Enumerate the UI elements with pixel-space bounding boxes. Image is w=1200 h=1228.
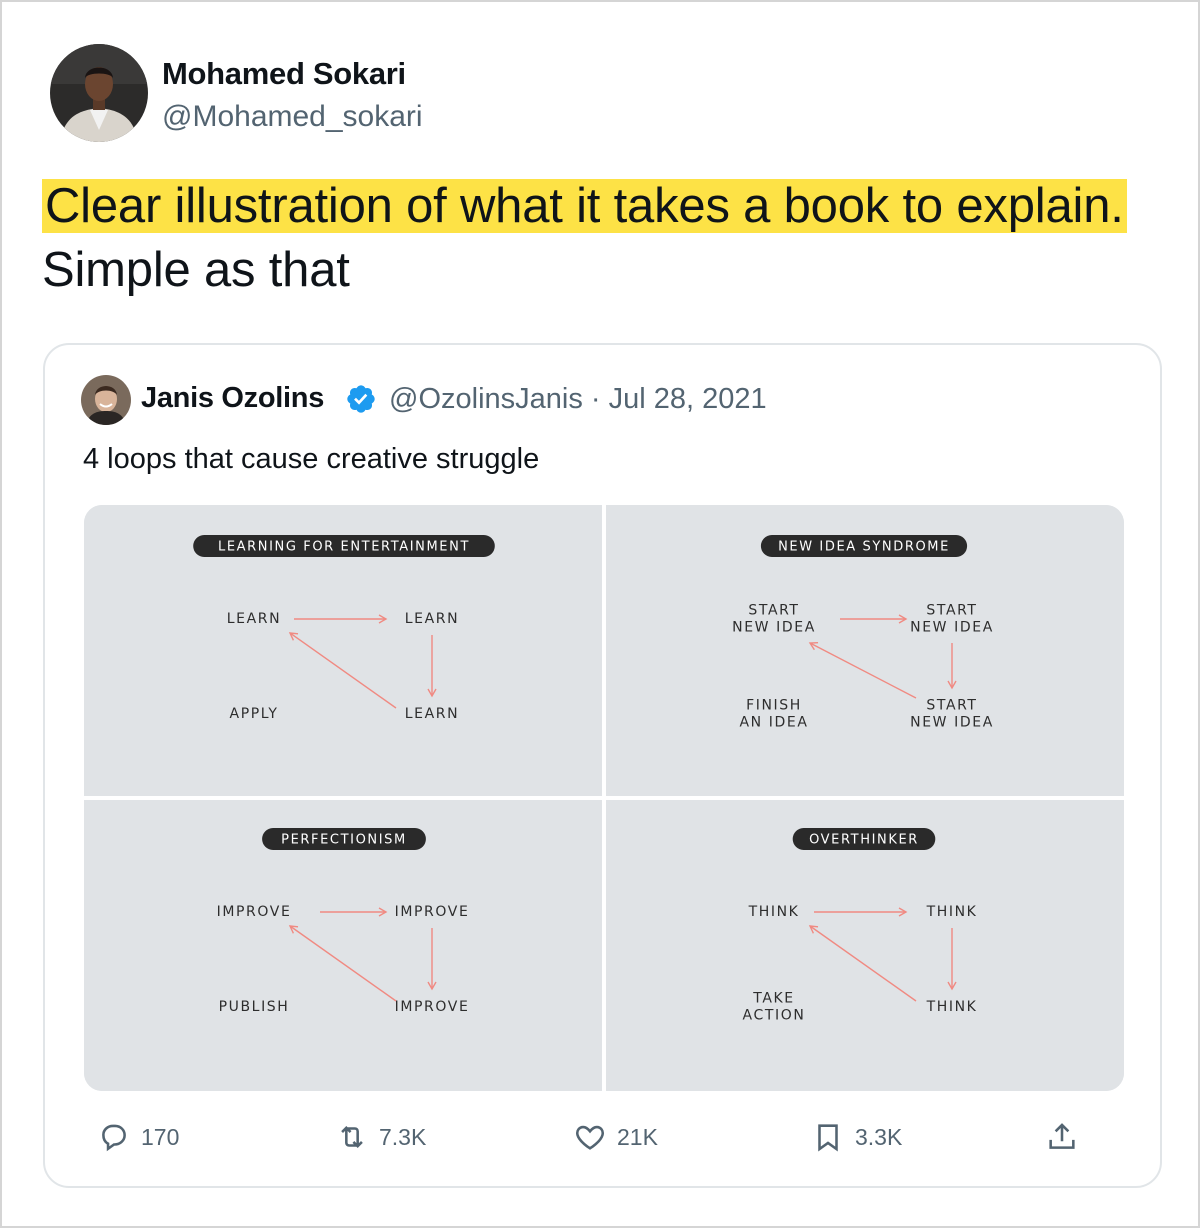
author-name[interactable]: Mohamed Sokari [162, 56, 406, 91]
loop-step-top-right: START [926, 603, 977, 619]
share-icon [1049, 1123, 1075, 1149]
quoted-author-avatar[interactable] [81, 375, 131, 425]
panel-title-pill [262, 828, 426, 850]
loop-arrow-back [808, 925, 917, 1002]
retweet-count: 7.3K [379, 1123, 427, 1150]
retweet-button[interactable]: 7.3K [335, 1115, 426, 1159]
verified-badge-icon [347, 385, 375, 413]
loop-step-top-right: NEW IDEA [910, 620, 994, 636]
loop-step-bottom-left: TAKE [752, 991, 794, 1007]
heart-icon [576, 1125, 604, 1150]
tweet-text: Clear illustration of what it takes a bo… [42, 174, 1162, 302]
loop-step-bottom-right: IMPROVE [395, 999, 470, 1015]
bookmark-count: 3.3K [855, 1123, 903, 1150]
loop-panel: PERFECTIONISM IMPROVE IMPROVE PUBLISH IMPROV… [217, 828, 470, 1015]
loop-step-bottom-right: THINK [926, 999, 978, 1015]
tweet-text-rest: Simple as that [42, 243, 350, 297]
loop-step-bottom-right: START [926, 698, 977, 714]
like-button[interactable]: 21K [573, 1115, 658, 1159]
bookmark-button[interactable]: 3.3K [811, 1115, 902, 1159]
loop-arrow-back [288, 632, 397, 709]
author-handle[interactable]: @Mohamed_sokari [162, 100, 423, 133]
share-button[interactable] [1045, 1115, 1079, 1159]
loop-step-top-left: LEARN [227, 611, 281, 627]
loop-step-top-right: LEARN [405, 611, 459, 627]
panel-title: LEARNING FOR ENTERTAINMENT [218, 540, 470, 555]
loop-step-top-left: START [748, 603, 799, 619]
retweet-icon [341, 1125, 363, 1149]
loop-step-bottom-left: AN IDEA [739, 715, 808, 731]
like-count: 21K [617, 1123, 658, 1150]
highlighted-text: Clear illustration of what it takes a bo… [42, 179, 1127, 233]
loop-step-bottom-right: LEARN [405, 706, 459, 722]
loop-step-bottom-right: NEW IDEA [910, 715, 994, 731]
panel-title: NEW IDEA SYNDROME [778, 540, 950, 555]
loops-diagram: LEARNING FOR ENTERTAINMENT LEARN LEARN APPL… [84, 505, 1124, 1091]
loop-step-top-right: IMPROVE [395, 904, 470, 920]
loop-step-top-left: IMPROVE [217, 904, 292, 920]
loop-step-top-left: NEW IDEA [732, 620, 816, 636]
panel-title-pill [792, 828, 936, 850]
panel-title: OVERTHINKER [809, 833, 919, 848]
loop-step-bottom-left: ACTION [743, 1008, 806, 1024]
loop-step-bottom-left: PUBLISH [219, 999, 290, 1015]
loop-arrow-back [808, 641, 917, 699]
reply-count: 170 [141, 1123, 180, 1150]
quoted-author-name[interactable]: Janis Ozolins [141, 382, 325, 414]
bookmark-icon [818, 1124, 838, 1152]
reply-icon [102, 1124, 126, 1152]
loop-step-top-left: THINK [748, 904, 800, 920]
quoted-tweet-card[interactable]: Janis Ozolins @OzolinsJanis · Jul 28, 20… [43, 343, 1162, 1188]
loop-step-top-right: THINK [926, 904, 978, 920]
reply-button[interactable]: 170 [97, 1115, 179, 1159]
loop-arrow-back [288, 925, 397, 1002]
quoted-text: 4 loops that cause creative struggle [83, 443, 540, 475]
panel-title: PERFECTIONISM [281, 833, 407, 848]
loop-step-bottom-left: APPLY [230, 706, 279, 722]
quoted-meta[interactable]: @OzolinsJanis · Jul 28, 2021 [389, 383, 767, 415]
loop-panel: LEARNING FOR ENTERTAINMENT LEARN LEARN APPL… [193, 535, 495, 722]
panel-title-pill [760, 535, 968, 557]
panel-title-pill [193, 535, 495, 557]
author-avatar[interactable] [50, 44, 148, 142]
loops-diagram-image[interactable]: LEARNING FOR ENTERTAINMENT LEARN LEARN APPL… [84, 505, 1124, 1091]
action-bar: 170 7.3K 21K 3.3K [45, 1115, 1164, 1159]
loop-step-bottom-left: FINISH [746, 698, 802, 714]
